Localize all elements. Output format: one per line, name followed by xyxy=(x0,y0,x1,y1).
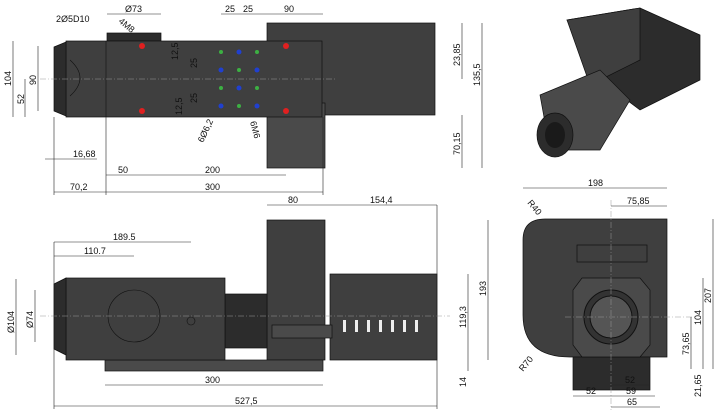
side-view: 80 154,4 189.5 110.7 Ø104 Ø74 193 119,3 … xyxy=(6,195,489,409)
dim-23-85: 23,85 xyxy=(452,43,462,66)
dim-135-5: 135,5 xyxy=(472,63,482,86)
dim-52-lower: 52 xyxy=(586,386,596,396)
base-plate xyxy=(104,359,324,372)
dim-70-15: 70,15 xyxy=(452,132,462,155)
dim-4m8: 4M8 xyxy=(117,16,137,35)
dim-73-65: 73,65 xyxy=(681,332,691,355)
dim-r70: R70 xyxy=(517,354,535,373)
dim-70-2: 70,2 xyxy=(70,182,88,192)
dim-2x5d10: 2Ø5D10 xyxy=(56,14,90,24)
upper-block xyxy=(266,219,326,361)
dim-189-5: 189.5 xyxy=(113,232,136,242)
dim-65: 65 xyxy=(627,397,637,407)
front-view: 198 75,85 R40 R70 207 104 73,65 21,65 52… xyxy=(517,178,714,410)
dim-198: 198 xyxy=(588,178,603,188)
top-view: Ø73 2Ø5D10 4M8 25 25 90 12,5 25 25 12,5 … xyxy=(3,4,483,195)
dim-25d: 25 xyxy=(189,93,199,103)
dim-300-side: 300 xyxy=(205,375,220,385)
dim-25c: 25 xyxy=(189,58,199,68)
dim-d73: Ø73 xyxy=(125,4,142,14)
dim-75-85: 75,85 xyxy=(627,196,650,206)
dim-d74: Ø74 xyxy=(25,311,35,328)
dim-200: 200 xyxy=(205,165,220,175)
dim-12-5b: 12,5 xyxy=(174,97,184,115)
dim-21-65: 21,65 xyxy=(693,374,703,397)
isometric-render xyxy=(536,7,701,158)
dim-52-upper: 52 xyxy=(625,375,635,385)
dim-r40: R40 xyxy=(525,198,543,217)
dim-104: 104 xyxy=(3,71,13,86)
dim-90: 90 xyxy=(284,4,294,14)
dim-90-vertical: 90 xyxy=(28,75,38,85)
dim-25b: 25 xyxy=(243,4,253,14)
dim-207: 207 xyxy=(703,288,713,303)
dim-52: 52 xyxy=(16,94,26,104)
dim-6m6: 6M6 xyxy=(248,120,262,140)
dim-59: 59 xyxy=(626,386,636,396)
dim-16-68: 16,68 xyxy=(73,149,96,159)
dim-50: 50 xyxy=(118,165,128,175)
right-box xyxy=(329,273,438,361)
dim-12-5a: 12,5 xyxy=(170,42,180,60)
coupler xyxy=(224,293,268,349)
lens-body xyxy=(65,277,226,361)
dim-6x6-2: 6Ø6,2 xyxy=(196,117,215,143)
dim-104-front: 104 xyxy=(693,310,703,325)
dim-193: 193 xyxy=(478,281,488,296)
dim-80: 80 xyxy=(288,195,298,205)
top-flange xyxy=(106,32,162,42)
dim-119-3: 119,3 xyxy=(458,306,468,328)
dim-14: 14 xyxy=(458,377,468,387)
dim-527-5: 527,5 xyxy=(235,396,258,406)
dim-154-4: 154,4 xyxy=(370,195,393,205)
mounting-holes xyxy=(139,43,289,114)
dim-300: 300 xyxy=(205,182,220,192)
dim-110-7: 110.7 xyxy=(84,246,106,256)
dim-25a: 25 xyxy=(225,4,235,14)
dim-d104: Ø104 xyxy=(6,311,16,333)
